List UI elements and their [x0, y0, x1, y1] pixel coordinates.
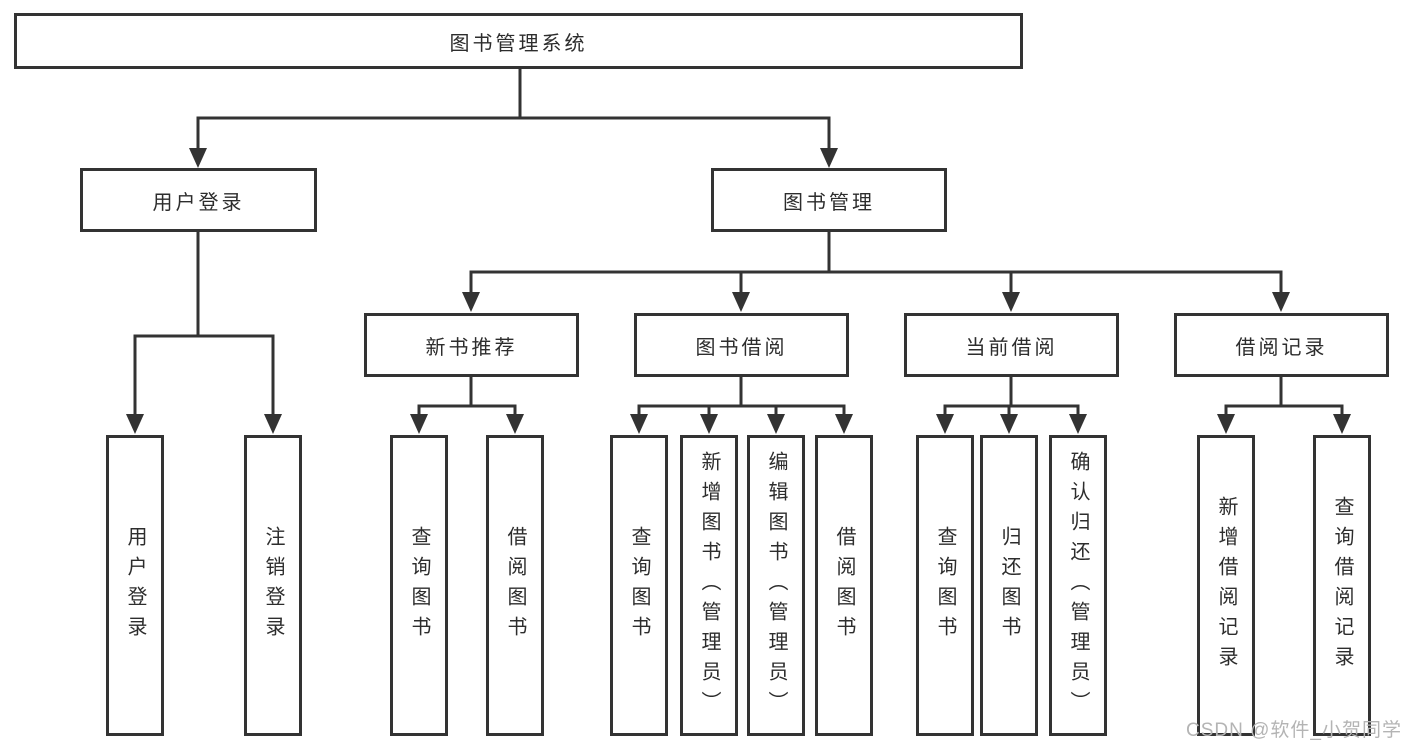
leaf-return-book: 归还图书	[980, 435, 1038, 736]
node-label: 图书借阅	[695, 336, 788, 359]
node-label: 编辑图书（管理员）	[765, 450, 787, 721]
node-label: 用户登录	[124, 525, 146, 646]
leaf-user-login: 用户登录	[106, 435, 164, 736]
node-label: 新书推荐	[425, 336, 518, 359]
node-label: 查询借阅记录	[1331, 495, 1353, 676]
leaf-confirm-return-admin: 确认归还（管理员）	[1049, 435, 1107, 736]
node-label: 查询图书	[934, 525, 956, 646]
node-borrowing-records: 借阅记录	[1174, 313, 1389, 377]
leaf-add-book-admin: 新增图书（管理员）	[680, 435, 738, 736]
node-label: 图书管理	[783, 191, 875, 214]
leaf-query-books-recommend: 查询图书	[390, 435, 448, 736]
node-current-borrowing: 当前借阅	[904, 313, 1119, 377]
node-root: 图书管理系统	[14, 13, 1023, 69]
leaf-logout: 注销登录	[244, 435, 302, 736]
node-book-management: 图书管理	[711, 168, 947, 232]
node-label: 借阅图书	[504, 525, 526, 646]
node-label: 当前借阅	[965, 336, 1058, 359]
node-label: 新增借阅记录	[1215, 495, 1237, 676]
leaf-borrow-books-borrow: 借阅图书	[815, 435, 873, 736]
node-label: 借阅记录	[1235, 336, 1328, 359]
node-label: 借阅图书	[833, 525, 855, 646]
node-label: 注销登录	[262, 525, 284, 646]
leaf-edit-book-admin: 编辑图书（管理员）	[747, 435, 805, 736]
leaf-query-books-borrow: 查询图书	[610, 435, 668, 736]
node-label: 确认归还（管理员）	[1067, 450, 1089, 721]
leaf-borrow-books-recommend: 借阅图书	[486, 435, 544, 736]
node-label: 查询图书	[408, 525, 430, 646]
node-label: 归还图书	[998, 525, 1020, 646]
leaf-query-borrow-record: 查询借阅记录	[1313, 435, 1371, 736]
node-user-login: 用户登录	[80, 168, 317, 232]
node-label: 用户登录	[152, 191, 245, 214]
node-label: 图书管理系统	[449, 32, 588, 55]
leaf-add-borrow-record: 新增借阅记录	[1197, 435, 1255, 736]
node-book-borrowing: 图书借阅	[634, 313, 849, 377]
watermark-text: CSDN @软件_小贺同学	[1186, 720, 1402, 741]
node-new-book-recommendation: 新书推荐	[364, 313, 579, 377]
node-label: 新增图书（管理员）	[698, 450, 720, 721]
node-label: 查询图书	[628, 525, 650, 646]
leaf-query-books-current: 查询图书	[916, 435, 974, 736]
